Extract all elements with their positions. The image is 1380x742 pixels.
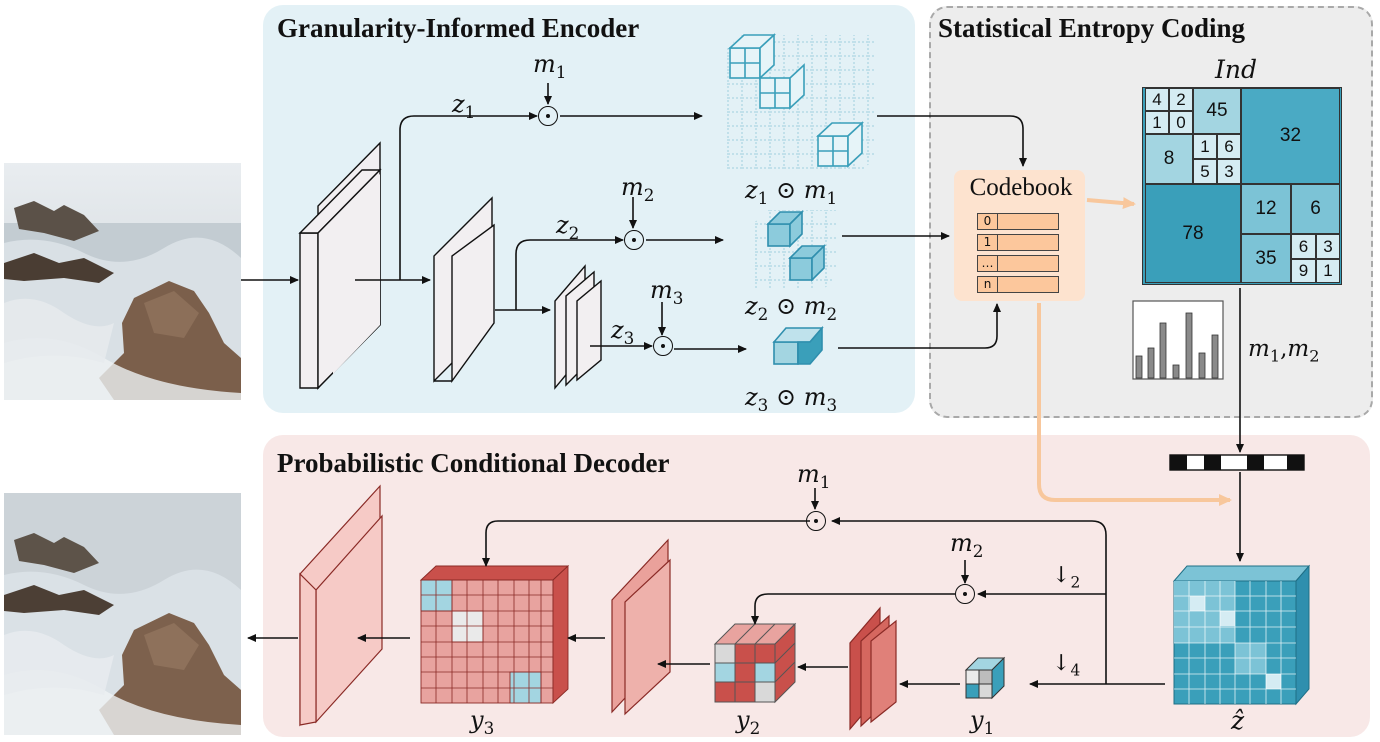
codebook-entry: …	[977, 255, 1059, 272]
decoder-mask-label-m2: m2	[950, 529, 984, 561]
mask-label-m2: m2	[621, 173, 655, 205]
masked-label-3: z3 ⊙ m3	[745, 383, 838, 415]
encoder-layer-3	[554, 264, 602, 390]
index-cell: 12	[1241, 184, 1291, 234]
decoder-mask-op-1	[806, 511, 826, 531]
z-hat-volume	[1172, 564, 1311, 706]
codebook-entry: n	[977, 276, 1059, 293]
index-cell: 1	[1145, 111, 1169, 134]
y2-volume	[713, 622, 797, 704]
y1-volume	[964, 656, 1006, 700]
index-map-label: Ind	[1215, 55, 1257, 84]
reconstructed-image	[4, 493, 241, 735]
index-cell: 1	[1316, 259, 1340, 283]
output-label-y2: y2	[736, 706, 761, 738]
codebook-entry: 0	[977, 213, 1059, 230]
mask-label-m1: m1	[533, 50, 567, 82]
decoder-title: Probabilistic Conditional Decoder	[277, 448, 670, 478]
index-cell: 6	[1217, 134, 1241, 159]
input-image	[4, 163, 241, 400]
entropy-title: Statistical Entropy Coding	[938, 13, 1246, 43]
downsample-label-2: ↓2	[1052, 563, 1081, 592]
index-cell: 78	[1145, 184, 1241, 283]
encoder-title: Granularity-Informed Encoder	[277, 13, 640, 43]
masked-label-2: z2 ⊙ m2	[745, 292, 838, 324]
mask-side-label: m1,m2	[1248, 336, 1320, 366]
index-cell: 5	[1193, 159, 1217, 184]
latent-label-z2: z2	[556, 211, 580, 243]
index-cell: 4	[1145, 88, 1169, 111]
y3-volume	[419, 564, 570, 705]
masked-latent-z1	[727, 33, 876, 170]
masked-label-1: z1 ⊙ m1	[745, 176, 838, 208]
latent-label-z3: z3	[611, 316, 635, 348]
codebook-label: Codebook	[969, 174, 1073, 201]
output-label-y3: y3	[470, 706, 495, 738]
decoder-mask-label-m1: m1	[797, 460, 831, 492]
index-cell: 3	[1217, 159, 1241, 184]
masked-latent-z2	[755, 210, 837, 288]
index-cell: 9	[1291, 259, 1316, 283]
decoder-layer-3	[299, 484, 383, 727]
index-cell: 3	[1316, 234, 1340, 259]
output-label-y1: y1	[970, 706, 995, 738]
index-cell: 45	[1193, 88, 1241, 134]
encoder-mask-op-2	[624, 230, 644, 250]
encoder-mask-op-3	[653, 336, 673, 356]
index-cell: 6	[1291, 234, 1316, 259]
index-cell: 0	[1169, 111, 1193, 134]
z-hat-label: ẑ	[1231, 706, 1245, 735]
index-cell: 2	[1169, 88, 1193, 111]
decoder-mask-op-2	[955, 584, 975, 604]
decoder-layer-2	[611, 538, 671, 716]
encoder-mask-op-1	[538, 106, 558, 126]
encoder-layer-1	[298, 141, 382, 390]
probability-histogram	[1132, 300, 1224, 380]
downsample-label-4: ↓4	[1052, 651, 1081, 680]
index-cell: 6	[1291, 184, 1340, 234]
index-cell: 8	[1145, 134, 1193, 184]
index-cell: 35	[1241, 234, 1291, 283]
masked-latent-z3	[772, 325, 824, 365]
mask-label-m3: m3	[650, 276, 684, 308]
encoder-layer-2	[433, 196, 495, 384]
decoder-layer-1	[849, 606, 897, 731]
latent-label-z1: z1	[452, 90, 476, 122]
index-cell: 32	[1241, 88, 1340, 184]
index-cell: 1	[1193, 134, 1217, 159]
bitstream	[1169, 454, 1305, 471]
codebook-entry: 1	[977, 234, 1059, 251]
